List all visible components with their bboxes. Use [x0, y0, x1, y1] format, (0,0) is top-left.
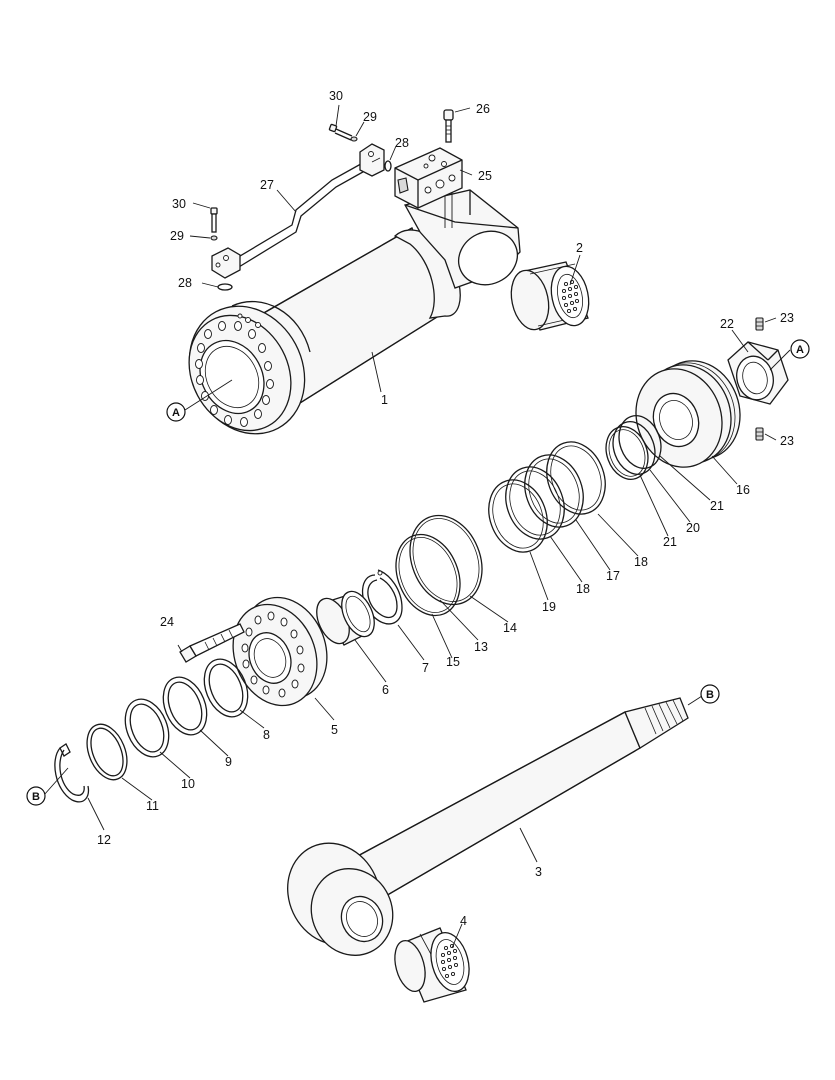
rod-cover-bolt	[179, 623, 245, 663]
label-3: 3	[535, 865, 542, 879]
reference-marker-b-left-text: B	[32, 791, 40, 803]
bushing-bottom	[394, 927, 470, 1003]
label-28a: 28	[395, 136, 409, 150]
reference-marker-a-right-text: A	[796, 344, 804, 356]
label-18a: 18	[634, 555, 648, 569]
label-22: 22	[720, 317, 734, 331]
label-28b: 28	[178, 276, 192, 290]
seal-9	[162, 676, 208, 736]
label-23a: 23	[780, 311, 794, 325]
set-screw-lower	[755, 427, 764, 441]
valve-bolt	[443, 109, 454, 143]
flange-bolt-holes	[195, 321, 274, 427]
label-30b: 30	[172, 197, 186, 211]
rod-bushing	[316, 590, 375, 646]
seal-rings-20-21	[605, 415, 662, 480]
piston-nut	[727, 341, 789, 405]
cylinder-tube	[188, 189, 521, 435]
seal-8	[203, 658, 249, 718]
valve-block	[394, 147, 463, 228]
label-11: 11	[146, 799, 159, 813]
snap-ring-12	[54, 743, 90, 803]
label-6: 6	[382, 683, 389, 697]
reference-marker-a-right: A	[790, 339, 810, 359]
label-9: 9	[225, 755, 232, 769]
part-number-labels: 1 2 3 4 5 6 7 8 9 10 11 12 13 14 15 16 1…	[97, 89, 794, 928]
label-7: 7	[422, 661, 429, 675]
reference-marker-b-right-text: B	[706, 689, 714, 701]
label-16: 16	[736, 483, 750, 497]
reference-marker-a-left-text: A	[172, 407, 180, 419]
leader-lines	[43, 104, 791, 949]
piston-seals-17-18-19	[488, 441, 606, 553]
label-2: 2	[576, 241, 583, 255]
wiper-11	[86, 723, 128, 781]
label-20: 20	[686, 521, 700, 535]
label-1: 1	[381, 393, 388, 407]
label-14: 14	[503, 621, 517, 635]
circlip-7	[361, 569, 403, 625]
reference-marker-b-left: B	[26, 786, 46, 806]
pipe-assembly	[210, 123, 392, 291]
set-screw-upper	[755, 317, 764, 331]
rod-cover	[232, 596, 328, 707]
label-17: 17	[606, 569, 620, 583]
rod-cover-bolt-holes	[241, 611, 305, 698]
reference-marker-a-left: A	[166, 402, 186, 422]
label-12: 12	[97, 833, 111, 847]
label-29a: 29	[363, 110, 377, 124]
reference-marker-b-right: B	[700, 684, 720, 704]
label-25: 25	[478, 169, 492, 183]
label-8: 8	[263, 728, 270, 742]
label-4: 4	[460, 914, 467, 928]
label-18b: 18	[576, 582, 590, 596]
label-5: 5	[331, 723, 338, 737]
label-15: 15	[446, 655, 460, 669]
bushing-top	[510, 261, 590, 331]
label-24: 24	[160, 615, 174, 629]
label-27: 27	[260, 178, 274, 192]
label-13: 13	[474, 640, 488, 654]
seal-rings-13-14-15	[395, 514, 483, 617]
label-26: 26	[476, 102, 490, 116]
bushing-grease-holes	[561, 279, 580, 314]
label-21a: 21	[710, 499, 724, 513]
label-19: 19	[542, 600, 556, 614]
label-29b: 29	[170, 229, 184, 243]
label-23b: 23	[780, 434, 794, 448]
label-10: 10	[181, 777, 195, 791]
label-30a: 30	[329, 89, 343, 103]
seal-10	[124, 698, 170, 758]
piston-rod	[287, 697, 689, 956]
label-21b: 21	[663, 535, 677, 549]
piston	[635, 360, 741, 468]
